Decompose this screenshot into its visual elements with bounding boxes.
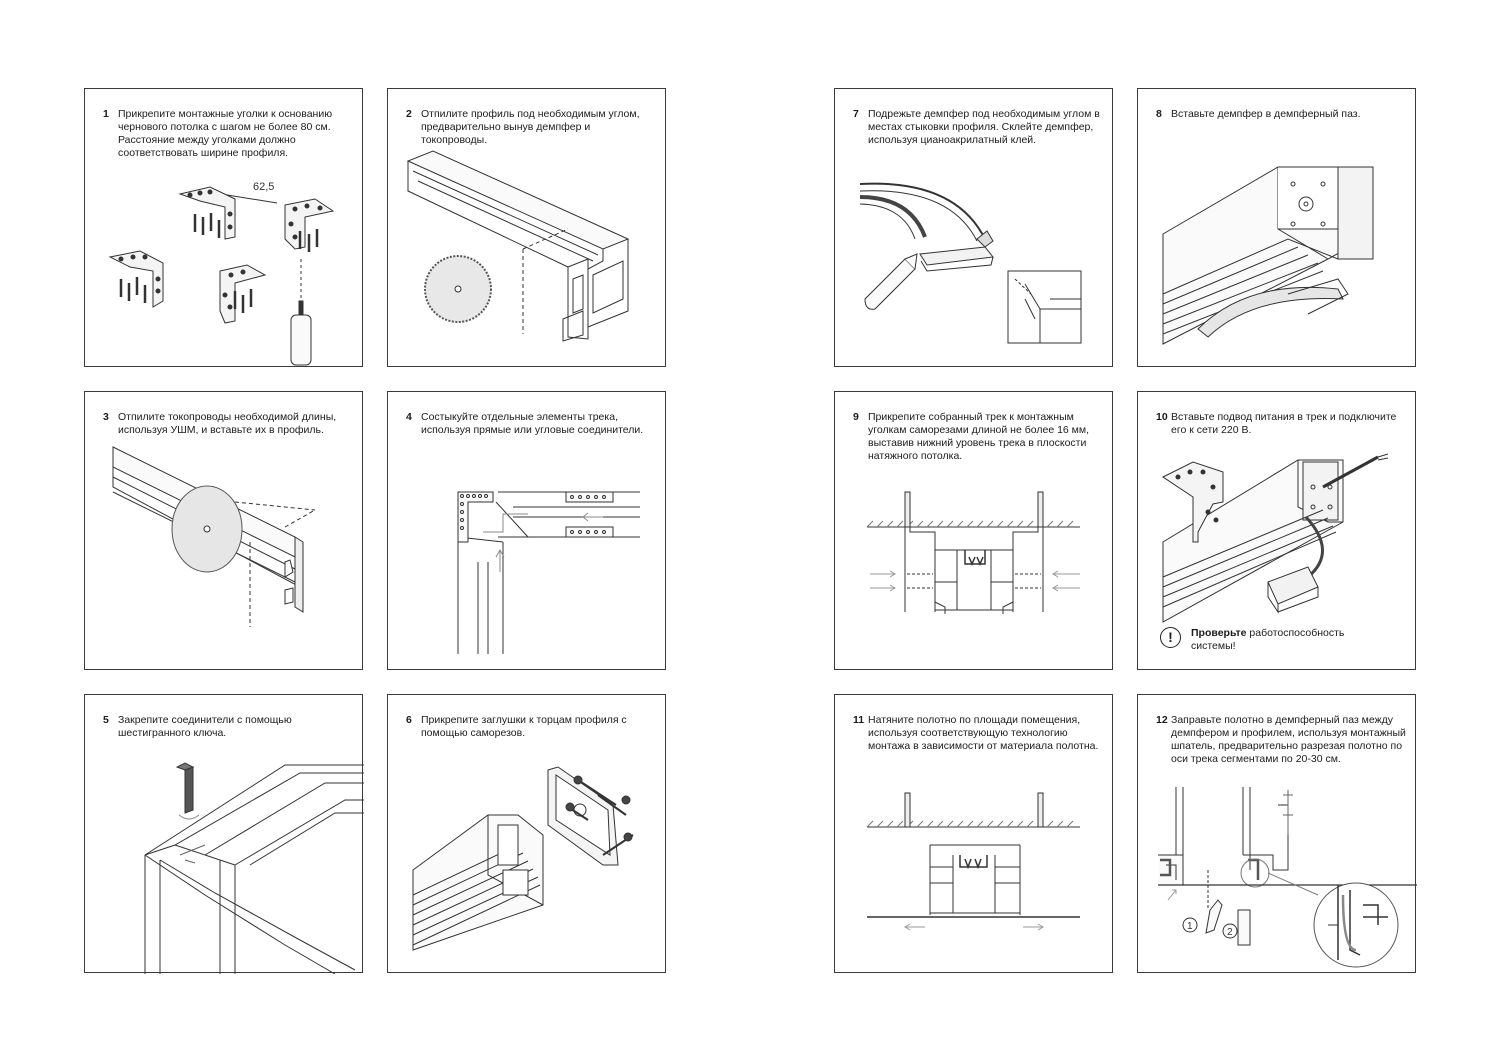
bracket-icon — [1163, 462, 1223, 542]
step-6-panel: 6 Прикрепите заглушки к торцам профиля с… — [387, 694, 666, 973]
step-text: Состыкуйте отдельные элементы трека, исп… — [421, 411, 644, 436]
damper-insert-illustration — [1138, 89, 1417, 368]
step-text: Подрежьте демпфер под необходимым углом … — [868, 108, 1100, 146]
saw-blade-icon — [425, 256, 491, 322]
step-text: Отпилите токопроводы необходимой длины, … — [118, 411, 337, 436]
hex-key-icon — [177, 763, 193, 813]
step-number: 12 — [1156, 714, 1168, 726]
step-2-panel: 2 Отпилите профиль под необходимым углом… — [387, 88, 666, 367]
step-3-panel: 3 Отпилите токопроводы необходимой длины… — [84, 391, 363, 670]
drill-bit — [291, 301, 311, 365]
callout-2: 2 — [1227, 927, 1233, 938]
callout-1: 1 — [1187, 921, 1193, 932]
track-joining-illustration — [388, 392, 667, 671]
step-number: 11 — [853, 714, 865, 726]
step-number: 5 — [103, 714, 109, 726]
step-number: 2 — [406, 108, 412, 120]
end-cap-illustration — [388, 695, 667, 974]
step-1-panel: 1 Прикрепите монтажные уголки к основани… — [84, 88, 363, 367]
step-text: Вставьте подвод питания в трек и подключ… — [1171, 411, 1397, 436]
warning-bold: Проверьте — [1191, 627, 1247, 639]
step-4-panel: 4 Состыкуйте отдельные элементы трека, и… — [387, 391, 666, 670]
warning-box: ! Проверьте работоспособность системы! — [1160, 627, 1361, 653]
power-supply-illustration — [1138, 392, 1417, 671]
step-5-panel: 5 Закрепите соединители с помощью шестиг… — [84, 694, 363, 973]
step-number: 8 — [1156, 108, 1162, 120]
hex-key-illustration — [85, 695, 364, 974]
step-10-panel: 10 Вставьте подвод питания в трек и подк… — [1137, 391, 1416, 670]
profile-saw-illustration — [388, 89, 667, 368]
step-11-panel: 11 Натяните полотно по площади помещения… — [834, 694, 1113, 973]
step-number: 4 — [406, 411, 412, 423]
grinder-disc-icon — [172, 486, 242, 572]
bracket-2 — [285, 199, 333, 252]
step-text: Отпилите профиль под необходимым углом, … — [421, 108, 640, 146]
bracket-1 — [180, 187, 235, 239]
step-text: Прикрепите заглушки к торцам профиля с п… — [421, 714, 627, 739]
step-7-panel: 7 Подрежьте демпфер под необходимым угло… — [834, 88, 1113, 367]
dimension-label: 62,5 — [253, 181, 274, 193]
warning-text: Проверьте работоспособность системы! — [1191, 627, 1361, 653]
step-number: 6 — [406, 714, 412, 726]
conductor-cut-illustration — [85, 392, 364, 671]
mounting-brackets-illustration: 62,5 — [85, 181, 364, 368]
step-number: 7 — [853, 108, 859, 120]
screw-icons — [566, 776, 633, 855]
step-number: 9 — [853, 411, 859, 423]
step-text: Вставьте демпфер в демпферный паз. — [1171, 108, 1361, 120]
bracket-4 — [220, 265, 265, 323]
knife-icon — [865, 254, 917, 309]
warning-rest: работоспособность системы! — [1191, 627, 1345, 652]
step-number: 10 — [1156, 411, 1168, 423]
step-number: 1 — [103, 108, 109, 120]
step-text: Прикрепите монтажные уголки к основанию … — [118, 108, 333, 159]
step-number: 3 — [103, 411, 109, 423]
bracket-3 — [110, 251, 163, 307]
step-text: Заправьте полотно в демпферный паз между… — [1171, 714, 1406, 765]
track-mounting-section-illustration — [835, 392, 1114, 671]
ceiling-stretch-illustration — [835, 695, 1114, 974]
step-12-panel: 12 Заправьте полотно в демпферный паз ме… — [1137, 694, 1416, 973]
damper-cut-illustration — [835, 89, 1114, 368]
canvas-tucking-illustration: 1 2 — [1158, 695, 1417, 974]
step-text: Прикрепите собранный трек к монтажным уг… — [868, 411, 1090, 462]
step-text: Натяните полотно по площади помещения, и… — [868, 714, 1099, 752]
exclamation-icon: ! — [1160, 627, 1181, 648]
step-text: Закрепите соединители с помощью шестигра… — [118, 714, 292, 739]
step-8-panel: 8 Вставьте демпфер в демпферный паз. — [1137, 88, 1416, 367]
step-9-panel: 9 Прикрепите собранный трек к монтажным … — [834, 391, 1113, 670]
